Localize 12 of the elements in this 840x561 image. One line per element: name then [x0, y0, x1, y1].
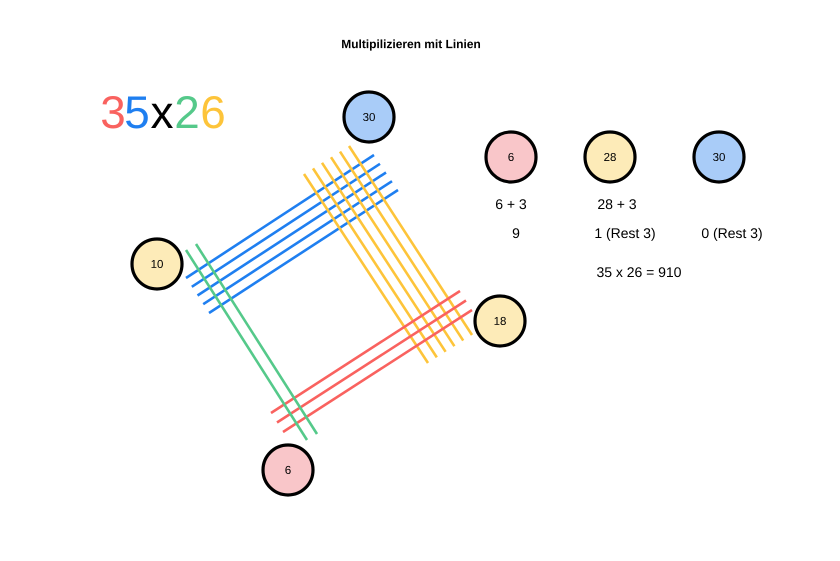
number-digit: 5	[126, 96, 148, 128]
calculation-text: 35 x 26 = 910	[597, 267, 681, 278]
calculation-text: 0 (Rest 3)	[702, 228, 762, 241]
calculation-text: 28 + 3	[598, 199, 636, 210]
number-digit: x	[151, 104, 173, 128]
number-digit: 2	[176, 96, 198, 128]
calculation-text: 1 (Rest 3)	[595, 228, 655, 241]
number-digit: 6	[202, 96, 224, 128]
calculation-text: 9	[512, 228, 520, 238]
calculation-text: 6 + 3	[496, 199, 526, 210]
number-digit: 3	[102, 96, 124, 128]
title: Multipilizieren mit Linien	[342, 39, 480, 51]
